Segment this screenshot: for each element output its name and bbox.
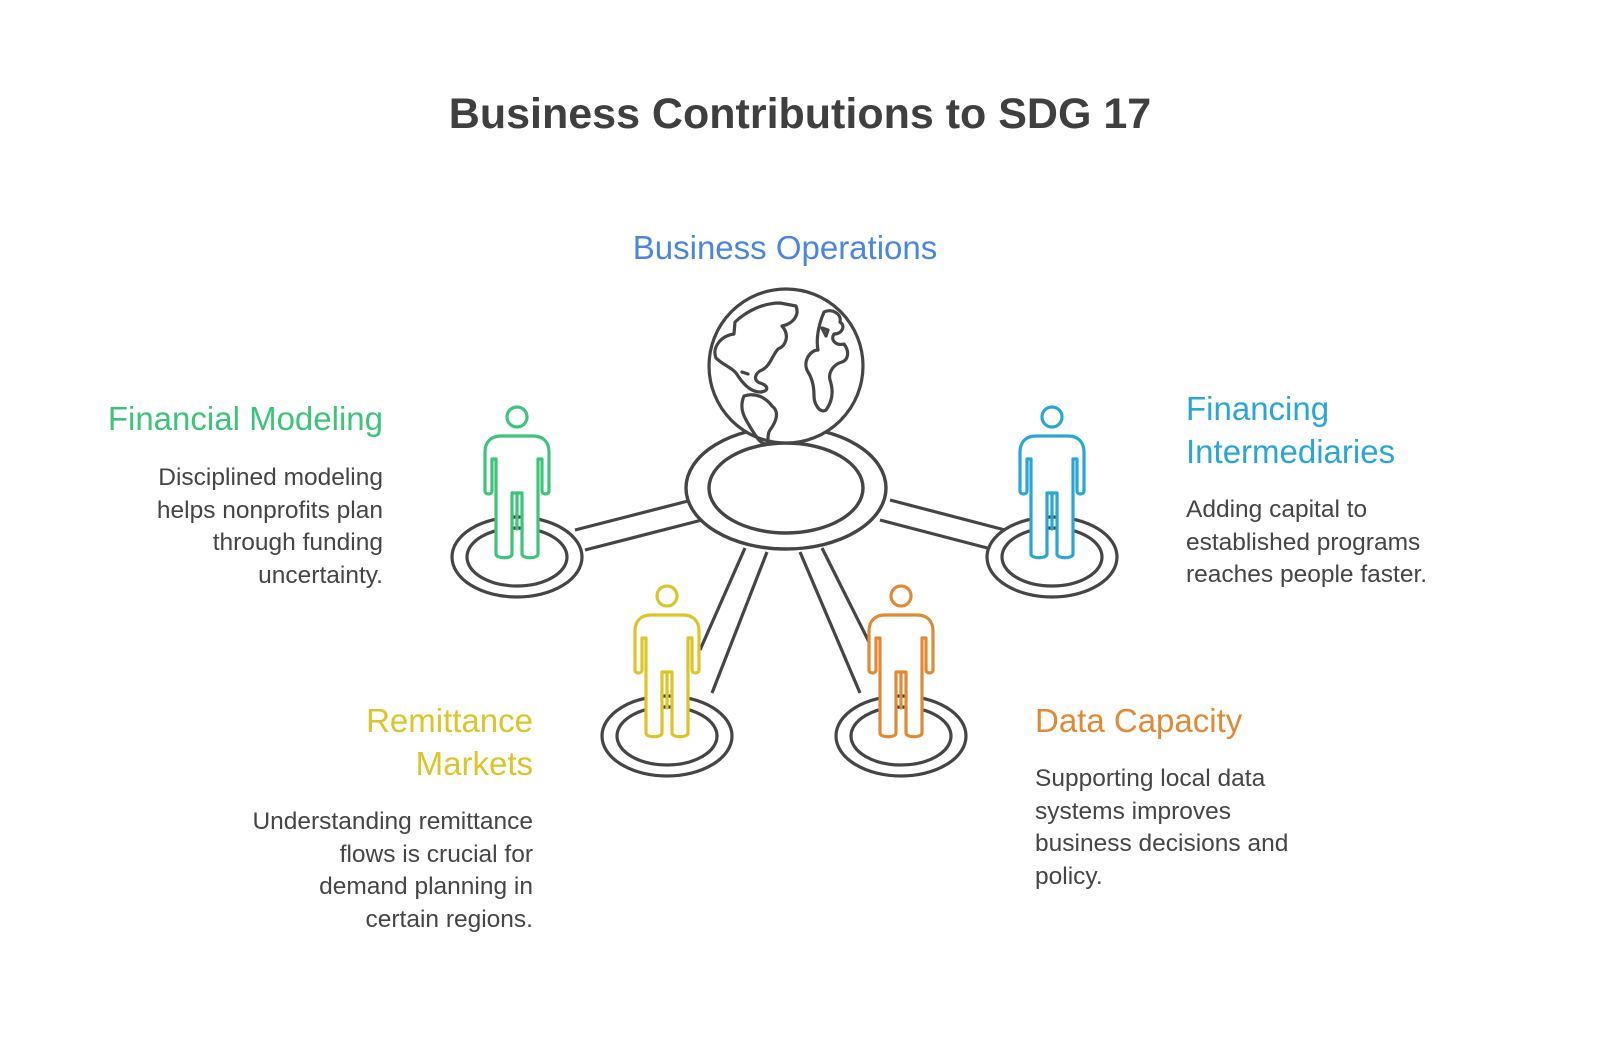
label-line: Financing [1186, 390, 1330, 427]
node-description-data-capacity: Supporting local data systems improves b… [1035, 763, 1288, 893]
description-line: established programs [1186, 528, 1421, 556]
description-line: Disciplined modeling [158, 464, 383, 491]
node-description-financial-modeling: Disciplined modeling helps nonprofits pl… [157, 462, 383, 592]
label-line: Intermediaries [1186, 433, 1396, 470]
connector-data-capacity [798, 547, 875, 694]
platform-remittance-markets [600, 694, 734, 778]
description-line: certain regions. [365, 905, 533, 933]
platform-data-capacity [834, 694, 968, 778]
node-description-financing-intermediaries: Adding capital to established programs r… [1186, 494, 1427, 592]
description-line: Adding capital to [1186, 496, 1368, 523]
person-icon [1018, 405, 1086, 560]
connector-remittance-markets [698, 547, 769, 694]
person-icon [633, 584, 701, 739]
hub-ring [684, 425, 888, 551]
description-line: through funding [212, 529, 383, 556]
node-label-financial-modeling: Financial Modeling [108, 397, 383, 440]
globe-icon [707, 287, 865, 446]
description-line: systems improves [1035, 797, 1232, 825]
description-line: reaches people faster. [1186, 561, 1428, 588]
description-line: demand planning in [319, 873, 533, 900]
node-label-remittance-markets: Remittance Markets [366, 699, 533, 785]
node-label-text: Data Capacity [1035, 702, 1243, 739]
node-label-text: Financial Modeling [107, 400, 383, 437]
description-line: business decisions and [1035, 830, 1289, 857]
node-description-remittance-markets: Understanding remittance flows is crucia… [252, 806, 533, 936]
description-line: Understanding remittance [252, 808, 533, 835]
person-icon [867, 584, 935, 739]
node-label-data-capacity: Data Capacity [1035, 699, 1242, 742]
center-label: Business Operations [632, 229, 938, 266]
person-icon [483, 405, 551, 560]
label-line: Markets [415, 745, 533, 782]
description-line: policy. [1035, 862, 1103, 890]
description-line: helps nonprofits plan [156, 496, 383, 524]
node-label-financing-intermediaries: Financing Intermediaries [1186, 387, 1395, 473]
connector-financing-intermediaries [879, 498, 1006, 552]
description-line: Supporting local data [1035, 765, 1266, 792]
connector-financial-modeling [574, 498, 703, 552]
description-line: flows is crucial for [339, 840, 533, 868]
page-title: Business Contributions to SDG 17 [448, 90, 1152, 138]
description-line: uncertainty. [258, 561, 383, 589]
label-line: Remittance [366, 702, 533, 739]
connector-lines [574, 498, 1006, 694]
